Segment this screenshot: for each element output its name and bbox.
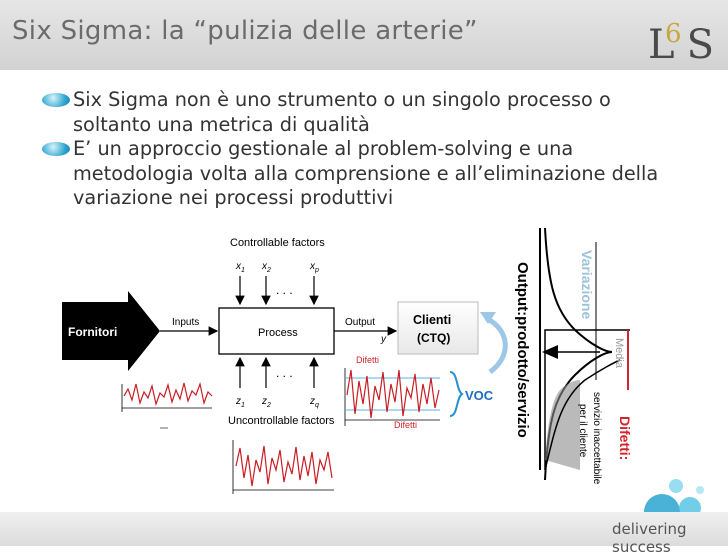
footer-band: delivering success bbox=[0, 512, 728, 556]
bullet-item: Six Sigma non è uno strumento o un singo… bbox=[40, 88, 690, 137]
difetti-top-label: Difetti bbox=[356, 355, 379, 365]
ctq-label: (CTQ) bbox=[417, 331, 450, 345]
voc-brace bbox=[449, 371, 464, 417]
variazione-label: Variazione bbox=[579, 250, 595, 319]
difetti-label: Difetti: bbox=[617, 416, 633, 460]
zq-label: zq bbox=[309, 396, 319, 409]
fornitori-arrow bbox=[62, 291, 160, 371]
process-box bbox=[218, 307, 335, 355]
difetti-desc-1: servizio inaccettabile bbox=[591, 392, 602, 485]
clienti-box bbox=[397, 301, 479, 355]
output-label: Output bbox=[345, 317, 375, 328]
footer-logo-text: delivering success bbox=[612, 520, 687, 556]
xp-label: xp bbox=[309, 261, 319, 274]
bullet-text: Six Sigma non è uno strumento o un singo… bbox=[73, 88, 611, 136]
slide-title: Six Sigma: la “pulizia delle arterie” bbox=[12, 16, 478, 46]
output-chart: Difetti Difetti bbox=[344, 355, 440, 430]
fornitori-label: Fornitori bbox=[68, 325, 117, 339]
bullet-item: E’ un approccio gestionale al problem-so… bbox=[40, 137, 690, 211]
output-axis-label: Output:prodotto/servizio bbox=[514, 262, 531, 438]
difetti-desc-2: per il cliente bbox=[577, 404, 588, 458]
voc-label: VOC bbox=[465, 388, 494, 403]
bullet-icon bbox=[42, 93, 70, 107]
z1-label: z1 bbox=[235, 396, 245, 409]
difetti-bottom-label: Difetti bbox=[394, 420, 417, 430]
distribution-chart: Output:prodotto/servizio Variazione Medi… bbox=[514, 227, 633, 485]
output-y-label: y bbox=[380, 334, 387, 345]
process-label: Process bbox=[258, 327, 298, 339]
feedback-arrow bbox=[484, 315, 508, 375]
clienti-label: Clienti bbox=[413, 313, 451, 327]
media-label: Media bbox=[613, 338, 625, 369]
ellipsis-top: . . . bbox=[276, 283, 293, 297]
inputs-label: Inputs bbox=[172, 317, 199, 328]
bullet-text: E’ un approccio gestionale al problem-so… bbox=[73, 137, 659, 209]
x1-label: x1 bbox=[235, 261, 245, 274]
input-noise-chart bbox=[121, 381, 213, 412]
x2-label: x2 bbox=[261, 261, 271, 274]
controllable-factors-label: Controllable factors bbox=[230, 237, 325, 249]
ellipsis-bottom: . . . bbox=[276, 366, 293, 380]
bullet-list: Six Sigma non è uno strumento o un singo… bbox=[40, 88, 690, 211]
uncontrollable-factors-label: Uncontrollable factors bbox=[228, 415, 335, 427]
uncontrollable-noise-chart bbox=[232, 440, 334, 494]
z2-label: z2 bbox=[261, 396, 271, 409]
bullet-icon bbox=[42, 142, 70, 156]
